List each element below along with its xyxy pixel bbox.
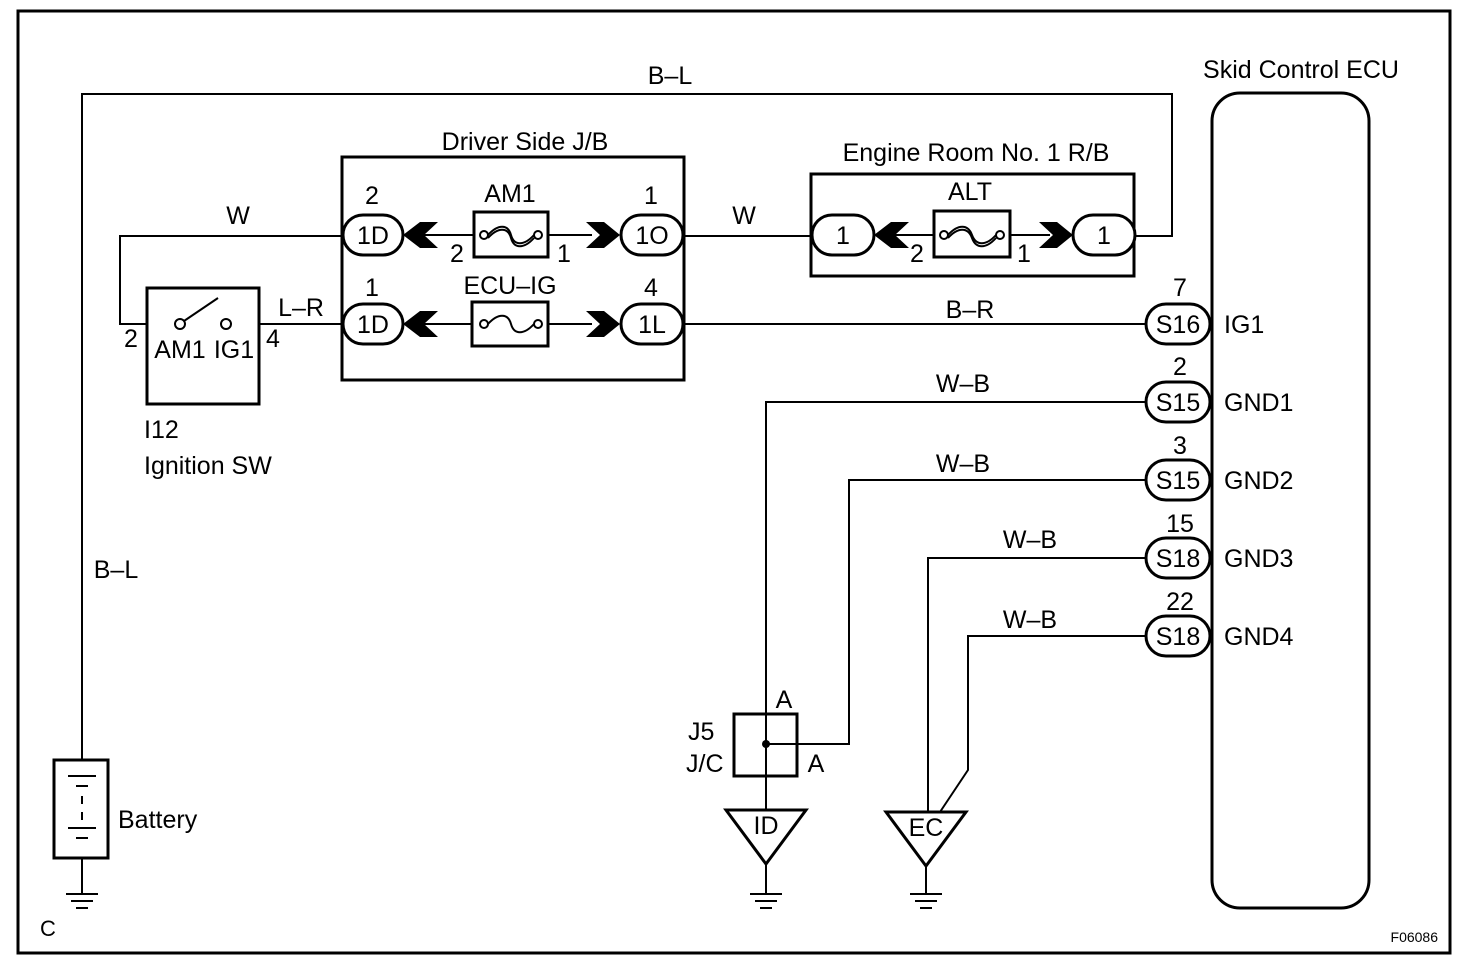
driver-jb-box xyxy=(340,155,686,382)
driver-jb-conn-1o-label: 1O xyxy=(635,222,668,250)
corner-label: C xyxy=(40,916,56,941)
ground-point-ec-label: EC xyxy=(909,814,944,842)
ecu-conn-s16-label: S16 xyxy=(1156,311,1200,339)
fuse-am1-term-left xyxy=(479,230,489,240)
wire-label-gnd3: W–B xyxy=(1003,526,1057,554)
driver-jb-pin-4: 4 xyxy=(644,274,658,302)
wire-gnd4 xyxy=(939,635,1146,813)
wire-label-gnd4: W–B xyxy=(1003,606,1057,634)
fuse-ecuig-element-icon xyxy=(487,314,535,334)
ecu-pin-num-ig1: 7 xyxy=(1173,274,1187,302)
ground-point-ec-triangle xyxy=(883,810,969,869)
driver-jb-pin-2: 2 xyxy=(365,182,379,210)
ecu-conn-s18-a-label: S18 xyxy=(1156,545,1200,573)
fuse-ecuig-term-right xyxy=(533,319,543,329)
wire-label-ig-to-jb: L–R xyxy=(278,294,324,322)
wire-label-top-bl: B–L xyxy=(648,62,693,90)
fuse-am1-term-num-left: 2 xyxy=(450,240,464,268)
ecu-pin-num-gnd1: 2 xyxy=(1173,353,1187,381)
wire-sw-to-jb xyxy=(119,235,343,325)
ecu-pin-num-gnd3: 15 xyxy=(1166,510,1194,538)
arrow-left-alt xyxy=(874,222,909,248)
ignition-switch-box xyxy=(145,286,261,406)
ignition-switch-label-am1: AM1 xyxy=(154,336,205,364)
ecu-conn-s18-a xyxy=(1144,536,1212,580)
ignition-switch-label-ig1: IG1 xyxy=(214,336,254,364)
wire-label-gnd1: W–B xyxy=(936,370,990,398)
wire-label-left-bl: B–L xyxy=(94,556,139,584)
diagram-frame xyxy=(16,9,1452,955)
ecu-pin-label-gnd2: GND2 xyxy=(1224,467,1293,495)
ground-point-id-label: ID xyxy=(754,812,779,840)
ecu-conn-s15-b-label: S15 xyxy=(1156,467,1200,495)
jc-name: J/C xyxy=(686,750,724,778)
wire-label-sw-to-jb: W xyxy=(226,202,250,230)
driver-jb-conn-1d-top-label: 1D xyxy=(357,222,389,250)
arrow-left-am1 xyxy=(403,222,438,248)
driver-jb-pin-1-bottom: 1 xyxy=(365,274,379,302)
driver-jb-title: Driver Side J/B xyxy=(442,128,609,156)
battery-label: Battery xyxy=(118,806,198,834)
ignition-switch-name: Ignition SW xyxy=(144,452,272,480)
fuse-alt-term-left xyxy=(939,230,949,240)
engine-rb-conn-right xyxy=(1071,213,1137,257)
arrow-right-ecuig xyxy=(586,311,620,337)
wire-gnd2 xyxy=(797,479,1146,745)
driver-jb-conn-1l-label: 1L xyxy=(638,311,666,339)
ignition-switch-code: I12 xyxy=(144,416,179,444)
ecu-conn-s18-b-label: S18 xyxy=(1156,623,1200,651)
driver-jb-conn-1d-bottom-label: 1D xyxy=(357,311,389,339)
fuse-alt-element-icon-2 xyxy=(947,228,997,248)
engine-rb-conn-left-label: 1 xyxy=(836,222,850,250)
ignition-switch-contact-left xyxy=(174,318,186,330)
ecu-body xyxy=(1210,91,1371,910)
fuse-alt-label: ALT xyxy=(948,178,992,206)
arrow-right-alt xyxy=(1039,222,1073,248)
ecu-pin-label-gnd3: GND3 xyxy=(1224,545,1293,573)
fuse-am1-label: AM1 xyxy=(484,180,535,208)
fuse-alt-term-num-right: 1 xyxy=(1017,240,1031,268)
arrow-right-am1 xyxy=(586,222,620,248)
ecu-pin-label-ig1: IG1 xyxy=(1224,311,1264,339)
jc-code: J5 xyxy=(688,718,714,746)
ignition-switch-pin-2: 2 xyxy=(124,325,138,353)
fuse-am1-term-right xyxy=(533,230,543,240)
ecu-pin-num-gnd2: 3 xyxy=(1173,432,1187,460)
fuse-am1-element-icon-2 xyxy=(487,228,535,248)
ignition-switch-contact-right xyxy=(220,318,232,330)
fuse-alt-term-num-left: 2 xyxy=(910,240,924,268)
arrow-left-ecuig xyxy=(403,311,438,337)
engine-rb-title: Engine Room No. 1 R/B xyxy=(843,139,1110,167)
wire-gnd3 xyxy=(927,557,1146,812)
ecu-title: Skid Control ECU xyxy=(1203,56,1399,84)
figure-code: F06086 xyxy=(1391,929,1439,945)
wire-label-gnd2: W–B xyxy=(936,450,990,478)
engine-rb-conn-right-label: 1 xyxy=(1097,222,1111,250)
ecu-pin-label-gnd4: GND4 xyxy=(1224,623,1294,651)
battery-box xyxy=(52,758,110,860)
fuse-ecuig-term-left xyxy=(479,319,489,329)
ignition-switch-blade xyxy=(183,297,219,322)
ecu-conn-s18-b xyxy=(1144,614,1212,658)
driver-jb-pin-1-top: 1 xyxy=(644,182,658,210)
ecu-conn-s15-a-label: S15 xyxy=(1156,389,1200,417)
ecu-conn-s16 xyxy=(1144,302,1212,346)
fuse-alt-term-right xyxy=(995,230,1005,240)
wire-top-bl xyxy=(81,93,1173,760)
ecu-conn-s15-b xyxy=(1144,458,1212,502)
ground-point-id-triangle xyxy=(723,808,809,867)
jc-pin-right: A xyxy=(808,750,825,778)
ecu-pin-label-gnd1: GND1 xyxy=(1224,389,1293,417)
ecu-pin-num-gnd4: 22 xyxy=(1166,588,1194,616)
wire-gnd1 xyxy=(765,401,1146,810)
fuse-alt-element-icon xyxy=(947,225,997,245)
ecu-conn-s15-a xyxy=(1144,380,1212,424)
jc-pin-top: A xyxy=(776,686,793,714)
wire-label-ig1: B–R xyxy=(946,296,995,324)
fuse-ecuig-label: ECU–IG xyxy=(463,272,556,300)
ignition-switch-pin-4: 4 xyxy=(266,325,280,353)
wire-label-jb-to-rb: W xyxy=(732,202,756,230)
fuse-am1-term-num-right: 1 xyxy=(557,240,571,268)
